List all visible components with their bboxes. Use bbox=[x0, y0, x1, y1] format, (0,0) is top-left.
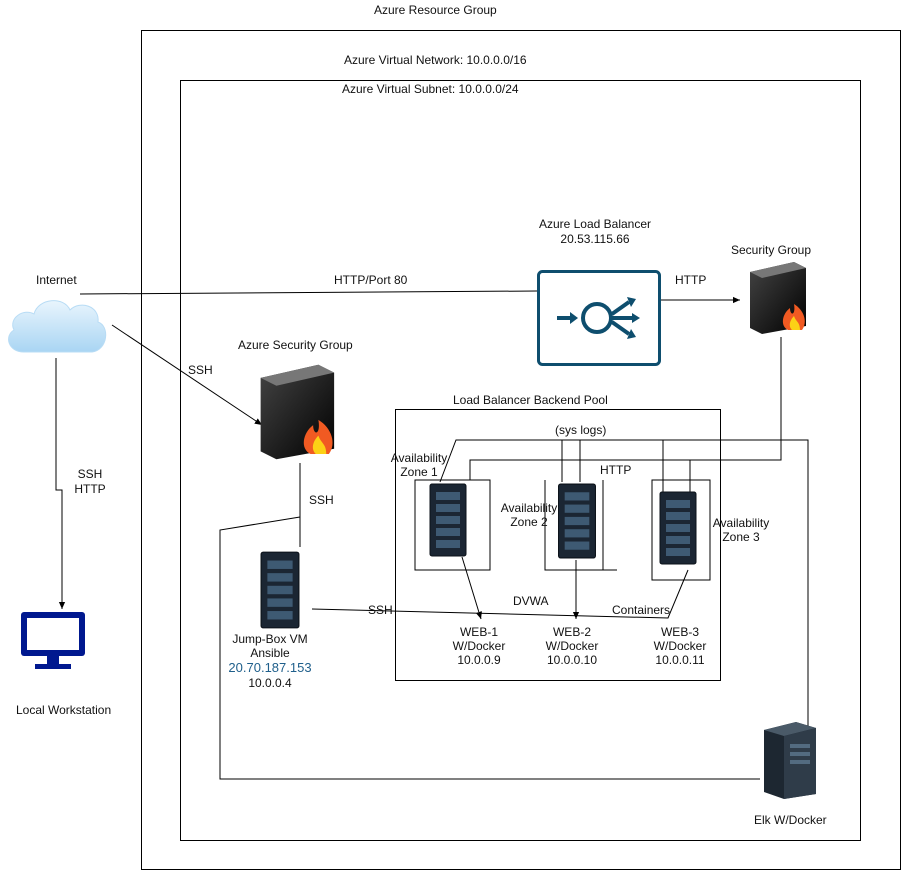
zone3-box bbox=[651, 479, 711, 581]
load-balancer-name: Azure Load Balancer bbox=[538, 217, 652, 231]
azure-security-group-label: Azure Security Group bbox=[238, 338, 353, 352]
syslogs-line bbox=[439, 439, 809, 740]
internet-to-lb-line bbox=[79, 290, 538, 295]
ssh-jumpbox-label: SSH bbox=[309, 493, 334, 507]
elk-label: Elk W/Docker bbox=[754, 813, 827, 827]
sys-logs-label: (sys logs) bbox=[555, 423, 607, 437]
monitor-icon bbox=[21, 612, 85, 669]
security-group-label: Security Group bbox=[731, 243, 812, 257]
server-rack-icon bbox=[429, 483, 467, 557]
jumpbox-ssh-label: SSH bbox=[368, 603, 393, 617]
resource-group-title: Azure Resource Group bbox=[374, 3, 497, 17]
backend-pool-title: Load Balancer Backend Pool bbox=[453, 393, 608, 407]
sg-to-pool-line bbox=[469, 337, 782, 480]
load-balancer-icon bbox=[537, 270, 661, 366]
zone1-box bbox=[414, 479, 491, 571]
dvwa-label: DVWA bbox=[513, 594, 549, 608]
containers-label: Containers bbox=[612, 603, 671, 617]
jumpbox-public-ip: 20.70.187.153 bbox=[228, 660, 312, 675]
ssh-internet-label: SSH bbox=[188, 363, 213, 377]
firewall-icon bbox=[260, 364, 335, 460]
jumpbox-ssh-line bbox=[311, 569, 689, 619]
backend-pool-box bbox=[395, 409, 721, 681]
virtual-network-title: Azure Virtual Network: 10.0.0.0/16 bbox=[344, 53, 527, 67]
elk-server-icon bbox=[764, 722, 816, 799]
internet-to-workstation-arrow bbox=[55, 358, 66, 609]
firewall-icon bbox=[750, 262, 806, 334]
http-port80-label: HTTP/Port 80 bbox=[334, 273, 408, 287]
internet-label: Internet bbox=[36, 273, 77, 287]
workstation-label: Local Workstation bbox=[16, 703, 112, 717]
ssh-label: SSH bbox=[77, 467, 103, 481]
internet-to-asg-arrow bbox=[111, 324, 263, 426]
jumpbox-label: Jump-Box VM Ansible 20.70.187.153 10.0.0… bbox=[220, 632, 320, 690]
virtual-subnet-box bbox=[180, 80, 861, 841]
web1-arrow bbox=[461, 556, 482, 620]
server-rack-icon bbox=[659, 491, 697, 565]
zone2-bracket bbox=[544, 480, 617, 571]
server-rack-icon bbox=[260, 551, 300, 629]
virtual-subnet-title: Azure Virtual Subnet: 10.0.0.0/24 bbox=[342, 82, 519, 96]
resource-group-box bbox=[141, 30, 901, 870]
cloud-icon bbox=[8, 300, 107, 353]
http-label: HTTP bbox=[74, 482, 106, 496]
server-rack-icon bbox=[558, 483, 596, 559]
load-balancer-ip: 20.53.115.66 bbox=[560, 232, 630, 246]
elk-loop-line bbox=[219, 516, 760, 780]
pool-http-label: HTTP bbox=[600, 463, 632, 477]
lb-http-label: HTTP bbox=[675, 273, 707, 287]
